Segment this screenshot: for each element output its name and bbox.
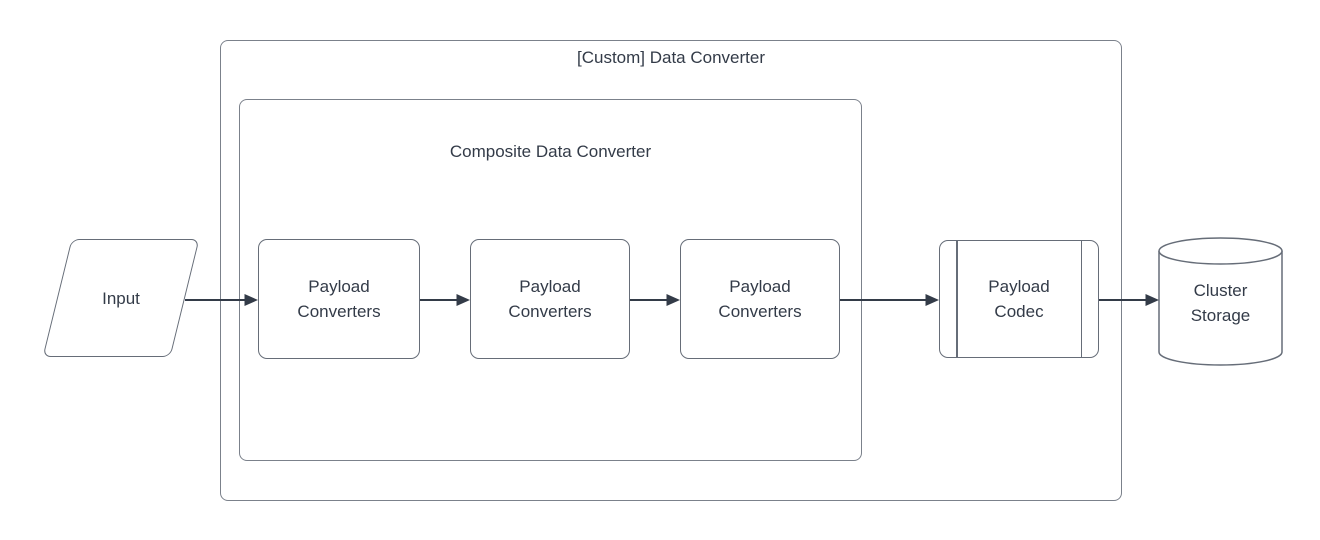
codec-left-divider-line xyxy=(956,241,958,357)
codec-right-divider-line xyxy=(1080,241,1082,357)
payload-converters-box-1: Payload Converters xyxy=(258,239,420,359)
arrow-payload-converters-2-to-3 xyxy=(630,294,680,306)
composite-data-converter-container: Composite Data Converter xyxy=(239,99,862,461)
payload-converters-box-2: Payload Converters xyxy=(470,239,630,359)
arrowhead-icon xyxy=(244,294,258,306)
payload-converters-box-3: Payload Converters xyxy=(680,239,840,359)
arrow-input-to-payload-converters-1 xyxy=(185,294,258,306)
input-label: Input xyxy=(102,288,140,308)
cluster-storage-cylinder xyxy=(1158,237,1283,366)
payload-codec-label: Payload Codec xyxy=(988,277,1050,321)
payload-converters-label: Payload Converters xyxy=(297,277,381,321)
cylinder-top-ellipse xyxy=(1158,237,1283,265)
custom-data-converter-container: [Custom] Data Converter xyxy=(220,40,1122,501)
arrow-payload-converters-1-to-2 xyxy=(420,294,470,306)
arrow-codec-to-cluster-storage xyxy=(1099,294,1159,306)
payload-codec-box: Payload Codec xyxy=(939,240,1099,358)
cluster-storage-label: Cluster Storage xyxy=(1190,280,1251,325)
cylinder-body xyxy=(1158,251,1283,366)
arrowhead-icon xyxy=(456,294,470,306)
custom-data-converter-title: [Custom] Data Converter xyxy=(576,48,765,67)
arrowhead-icon xyxy=(1145,294,1159,306)
arrowhead-icon xyxy=(925,294,939,306)
arrowhead-icon xyxy=(666,294,680,306)
arrow-payload-converters-3-to-codec xyxy=(840,294,939,306)
payload-converters-label: Payload Converters xyxy=(508,277,592,321)
composite-data-converter-title: Composite Data Converter xyxy=(449,142,652,161)
payload-converters-label: Payload Converters xyxy=(718,277,802,321)
